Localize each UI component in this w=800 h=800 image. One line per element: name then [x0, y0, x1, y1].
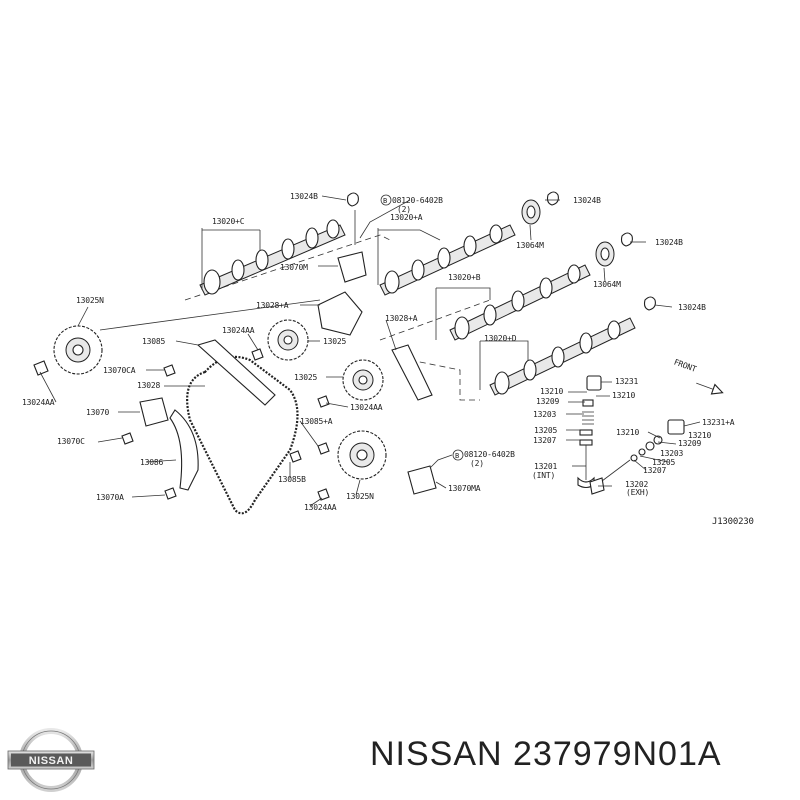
label-13070ca: 13070CA — [103, 366, 136, 375]
label-13020b: 13020+B — [448, 273, 481, 282]
label-13024b-3: 13024B — [655, 238, 683, 247]
tensioner-13070ma — [407, 465, 437, 495]
label-13205-2: 13205 — [652, 458, 675, 467]
chain-guide-13085 — [196, 339, 276, 406]
plug-13024b-2 — [546, 191, 559, 206]
label-13028: 13028 — [137, 381, 160, 390]
plug-13024b-4 — [643, 296, 656, 311]
bolt-13024aa-4 — [317, 488, 330, 501]
label-08120-2-qty: (2) — [470, 459, 484, 468]
label-13064m-2: 13064M — [593, 280, 621, 289]
label-13070c: 13070C — [57, 437, 85, 446]
label-13024b-1: 13024B — [290, 192, 318, 201]
label-13020c: 13020+C — [212, 217, 245, 226]
label-13085: 13085 — [142, 337, 165, 346]
camshaft-d — [489, 317, 636, 396]
plug-13024b-3 — [620, 232, 633, 247]
front-label: FRONT — [673, 357, 698, 373]
label-13070m: 13070M — [280, 263, 308, 272]
label-13024aa-1: 13024AA — [222, 326, 255, 335]
label-13209-1: 13209 — [536, 397, 559, 406]
label-08120-2: 08120-6402B — [464, 450, 515, 459]
label-13210-4: 13210 — [688, 431, 711, 440]
seal-13064m-2 — [595, 241, 615, 267]
label-13025-1: 13025 — [323, 337, 346, 346]
label-13085b: 13085B — [278, 475, 306, 484]
sprocket-13025-1 — [267, 319, 309, 361]
tensioner-13070 — [139, 397, 169, 427]
label-13070a: 13070A — [96, 493, 124, 502]
svg-text:B: B — [455, 452, 459, 460]
label-13025n-2: 13025N — [346, 492, 374, 501]
chain-guide-13028a-2 — [391, 344, 433, 401]
label-13205-1: 13205 — [534, 426, 557, 435]
bolt-13024aa-2 — [251, 348, 264, 361]
label-13024aa-3: 13024AA — [350, 403, 383, 412]
label-13025-2: 13025 — [294, 373, 317, 382]
bolt-13070ca — [163, 364, 176, 377]
bolt-13070c — [121, 432, 134, 445]
label-08120-1: 08120-6402B — [392, 196, 443, 205]
sprocket-13025n-1 — [53, 325, 103, 375]
label-13210-2: 13210 — [612, 391, 635, 400]
chain-guide-13028a-1 — [317, 291, 363, 336]
label-13024aa-4: 13024AA — [304, 503, 337, 512]
nissan-logo: NISSAN — [7, 728, 95, 792]
bolt-13085b — [289, 450, 302, 463]
label-08120-1-qty: (2) — [397, 205, 411, 214]
svg-text:B: B — [383, 197, 387, 205]
front-arrow — [696, 382, 724, 395]
camshaft-b — [449, 264, 591, 341]
label-13024b-2: 13024B — [573, 196, 601, 205]
label-13207-1: 13207 — [533, 436, 556, 445]
label-13201-sub: (INT) — [532, 471, 555, 480]
valve-assembly-exh — [589, 419, 685, 495]
plug-13024b-1 — [346, 192, 359, 207]
label-13203-2: 13203 — [660, 449, 683, 458]
valve-assembly-int — [577, 375, 602, 489]
label-13209-2: 13209 — [678, 439, 701, 448]
label-13028a-1: 13028+A — [256, 301, 289, 310]
label-13020a: 13020+A — [390, 213, 423, 222]
camshaft-a — [379, 224, 516, 296]
diagram-code: J1300230 — [712, 517, 754, 527]
label-13201: 13201 — [534, 462, 557, 471]
label-13070: 13070 — [86, 408, 109, 417]
sprocket-13025-2 — [342, 359, 384, 401]
part-number-caption: NISSAN 237979N01A — [370, 735, 722, 773]
label-13202: 13202 — [625, 480, 648, 489]
label-13086: 13086 — [140, 458, 163, 467]
label-13203-1: 13203 — [533, 410, 556, 419]
label-13064m-1: 13064M — [516, 241, 544, 250]
camshaft-c — [199, 219, 346, 296]
label-13210-1: 13210 — [540, 387, 563, 396]
guide-line-1 — [184, 234, 391, 301]
label-13025n-1: 13025N — [76, 296, 104, 305]
slack-guide-13086 — [169, 409, 199, 491]
label-13070ma: 13070MA — [448, 484, 481, 493]
bolt-13070a — [164, 487, 177, 500]
label-13210-3: 13210 — [616, 428, 639, 437]
bolt-13085a — [317, 442, 330, 455]
label-13207-2: 13207 — [643, 466, 666, 475]
nissan-logo-text: NISSAN — [29, 755, 74, 767]
bracket-13070m — [337, 251, 367, 283]
guide-line-3 — [409, 359, 480, 401]
bolt-13024aa-3 — [317, 395, 330, 408]
label-13231a: 13231+A — [702, 418, 735, 427]
timing-chain-13028 — [186, 355, 299, 515]
leader-lines — [39, 195, 701, 507]
label-13231: 13231 — [615, 377, 638, 386]
sprocket-13025n-2 — [337, 430, 387, 480]
label-13024b-4: 13024B — [678, 303, 706, 312]
label-13020d: 13020+D — [484, 334, 517, 343]
guide-line-4 — [99, 299, 321, 331]
bolt-13024aa-1 — [33, 360, 49, 376]
label-13024aa-2: 13024AA — [22, 398, 55, 407]
label-13028a-2: 13028+A — [385, 314, 418, 323]
label-13202-sub: (EXH) — [626, 488, 649, 497]
label-13085a: 13085+A — [300, 417, 333, 426]
seal-13064m-1 — [521, 199, 541, 225]
